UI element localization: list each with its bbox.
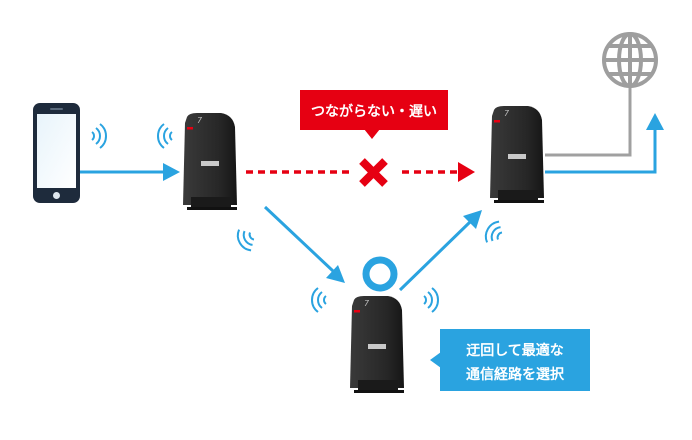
wifi-wave-icon	[157, 123, 173, 149]
wifi-wave-icon	[480, 217, 507, 248]
wifi-router-icon	[490, 106, 544, 203]
wired-connection	[545, 88, 632, 157]
wifi-router-icon	[183, 113, 237, 210]
cross-icon	[359, 158, 388, 187]
detour-arrow-router2-router3	[398, 210, 482, 292]
smartphone-icon	[33, 103, 80, 203]
wifi-wave-icon	[232, 224, 259, 255]
solution-callout-line1: 迂回して最適な	[466, 342, 564, 359]
globe-icon	[602, 32, 658, 88]
solution-callout-line2: 通信経路を選択	[466, 366, 565, 383]
solution-callout: 迂回して最適な 通信経路を選択	[430, 329, 590, 391]
problem-callout-text: つながらない・遅い	[311, 103, 437, 120]
circle-icon	[362, 256, 398, 292]
failed-connection	[246, 162, 475, 182]
detour-arrow-router1-router2	[263, 205, 345, 283]
problem-callout: つながらない・遅い	[300, 90, 448, 139]
connection-arrow-phone-router	[80, 163, 180, 181]
wifi-router-icon	[350, 296, 404, 393]
wifi-wave-icon	[91, 123, 107, 149]
wifi-wave-icon	[311, 287, 327, 313]
wifi-wave-icon	[423, 287, 439, 313]
upstream-arrow	[545, 113, 664, 174]
